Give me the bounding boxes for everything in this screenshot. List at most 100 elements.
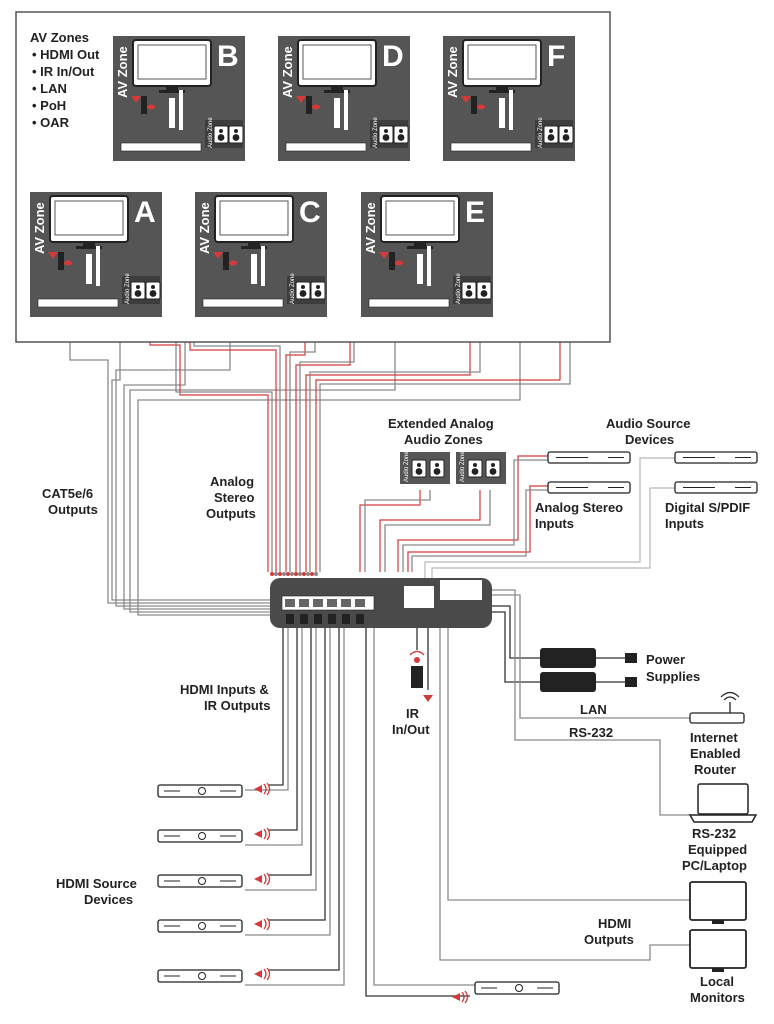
analog-outputs-label-1: Analog bbox=[210, 474, 254, 489]
ir-emitter-icon bbox=[253, 827, 271, 841]
audio-source-label-2: Devices bbox=[625, 432, 674, 447]
av-zone-tag: AV Zone bbox=[280, 46, 295, 98]
speaker-icon bbox=[476, 281, 492, 300]
audio-zone-tag: Audio Zone bbox=[373, 117, 379, 148]
extended-audio-zone-1: Audio Zone bbox=[400, 451, 450, 484]
hdmi-source-device-extra bbox=[474, 981, 560, 995]
feature-ir: • IR In/Out bbox=[32, 64, 95, 79]
pc-label-2: Equipped bbox=[688, 842, 747, 857]
pc-label-3: PC/Laptop bbox=[682, 858, 747, 873]
ir-label-2: In/Out bbox=[392, 722, 430, 737]
analog-inputs-label-2: Inputs bbox=[535, 516, 574, 531]
hdmi-source-device bbox=[157, 874, 243, 888]
speaker-icon bbox=[393, 125, 409, 144]
av-zone-letter: E bbox=[465, 196, 485, 229]
av-zone-tag: AV Zone bbox=[115, 46, 130, 98]
av-zone-letter: D bbox=[382, 40, 404, 73]
extended-audio-title-2: Audio Zones bbox=[404, 432, 483, 447]
matrix-unit bbox=[270, 572, 492, 628]
spdif-inputs-label-1: Digital S/PDIF bbox=[665, 500, 750, 515]
hdmi-sources-label-2: Devices bbox=[84, 892, 133, 907]
hdmi-sources bbox=[157, 782, 271, 983]
hdmi-inputs-label-1: HDMI Inputs & bbox=[180, 682, 269, 697]
speaker-icon bbox=[295, 281, 311, 300]
power-supply-2 bbox=[540, 672, 637, 692]
local-monitors-label-1: Local bbox=[700, 974, 734, 989]
av-zone-tag: AV Zone bbox=[197, 202, 212, 254]
local-monitor-2 bbox=[689, 929, 747, 972]
hdmi-sources-label-1: HDMI Source bbox=[56, 876, 137, 891]
audio-zone-tag: Audio Zone bbox=[456, 273, 462, 304]
svg-text:Audio Zone: Audio Zone bbox=[460, 451, 466, 482]
router-label-2: Enabled bbox=[690, 746, 741, 761]
speaker-icon bbox=[310, 281, 326, 300]
laptop-icon bbox=[688, 783, 758, 823]
ir-emitter-icon bbox=[253, 782, 271, 796]
hdmi-outputs-label-2: Outputs bbox=[584, 932, 634, 947]
cat-outputs-label-1: CAT5e/6 bbox=[42, 486, 93, 501]
hdmi-source-device bbox=[157, 969, 243, 983]
av-zone-c: AV Zone C Audio Zone bbox=[195, 192, 327, 317]
av-zone-b: AV Zone B Audio Zone bbox=[113, 36, 245, 161]
av-zone-tag: AV Zone bbox=[363, 202, 378, 254]
analog-inputs-label-1: Analog Stereo bbox=[535, 500, 623, 515]
av-zones-title: AV Zones bbox=[30, 30, 89, 45]
ir-emitter-extra-icon bbox=[451, 990, 469, 1004]
feature-poh: • PoH bbox=[32, 98, 66, 113]
speaker-icon bbox=[378, 125, 394, 144]
analog-source-device-1 bbox=[547, 451, 631, 464]
feature-hdmi-out: • HDMI Out bbox=[32, 47, 100, 62]
tv-icon bbox=[380, 195, 460, 250]
router-label-3: Router bbox=[694, 762, 736, 777]
svg-text:Audio Zone: Audio Zone bbox=[404, 451, 410, 482]
pc-label-1: RS-232 bbox=[692, 826, 736, 841]
local-monitor-1 bbox=[689, 881, 747, 924]
ir-transceiver-icon bbox=[409, 650, 433, 702]
power-supply-1 bbox=[540, 648, 637, 668]
router-icon bbox=[689, 691, 745, 724]
spdif-inputs-label-2: Inputs bbox=[665, 516, 704, 531]
hdmi-source-device bbox=[157, 829, 243, 843]
ir-emitter-icon bbox=[253, 872, 271, 886]
analog-outputs-label-3: Outputs bbox=[206, 506, 256, 521]
router-label-1: Internet bbox=[690, 730, 738, 745]
av-zone-tag: AV Zone bbox=[445, 46, 460, 98]
cat-outputs-label-2: Outputs bbox=[48, 502, 98, 517]
speaker-icon bbox=[543, 125, 559, 144]
speaker-icon bbox=[213, 125, 229, 144]
speaker-icon bbox=[130, 281, 146, 300]
rs232-label: RS-232 bbox=[569, 725, 613, 740]
spdif-source-device-1 bbox=[674, 451, 758, 464]
audio-zone-tag: Audio Zone bbox=[538, 117, 544, 148]
av-zone-d: AV Zone D Audio Zone bbox=[278, 36, 410, 161]
av-zone-letter: C bbox=[299, 196, 321, 229]
speaker-icon bbox=[228, 125, 244, 144]
ir-emitter-icon bbox=[253, 967, 271, 981]
ir-emitter-icon bbox=[253, 917, 271, 931]
ir-label-1: IR bbox=[406, 706, 420, 721]
tv-icon bbox=[297, 39, 377, 94]
feature-lan: • LAN bbox=[32, 81, 67, 96]
audio-zone-tag: Audio Zone bbox=[290, 273, 296, 304]
tv-icon bbox=[132, 39, 212, 94]
av-zone-letter: B bbox=[217, 40, 239, 73]
audio-zone-tag: Audio Zone bbox=[125, 273, 131, 304]
power-label-1: Power bbox=[646, 652, 685, 667]
speaker-icon bbox=[558, 125, 574, 144]
hdmi-inputs-label-2: IR Outputs bbox=[204, 698, 270, 713]
av-zone-tag: AV Zone bbox=[32, 202, 47, 254]
audio-zone-tag: Audio Zone bbox=[208, 117, 214, 148]
tv-icon bbox=[462, 39, 542, 94]
analog-source-device-2 bbox=[547, 481, 631, 494]
analog-outputs-label-2: Stereo bbox=[214, 490, 255, 505]
hdmi-source-device bbox=[157, 784, 243, 798]
speaker-icon bbox=[461, 281, 477, 300]
spdif-source-device-2 bbox=[674, 481, 758, 494]
tv-icon bbox=[49, 195, 129, 250]
speaker-icon bbox=[145, 281, 161, 300]
lan-label: LAN bbox=[580, 702, 607, 717]
